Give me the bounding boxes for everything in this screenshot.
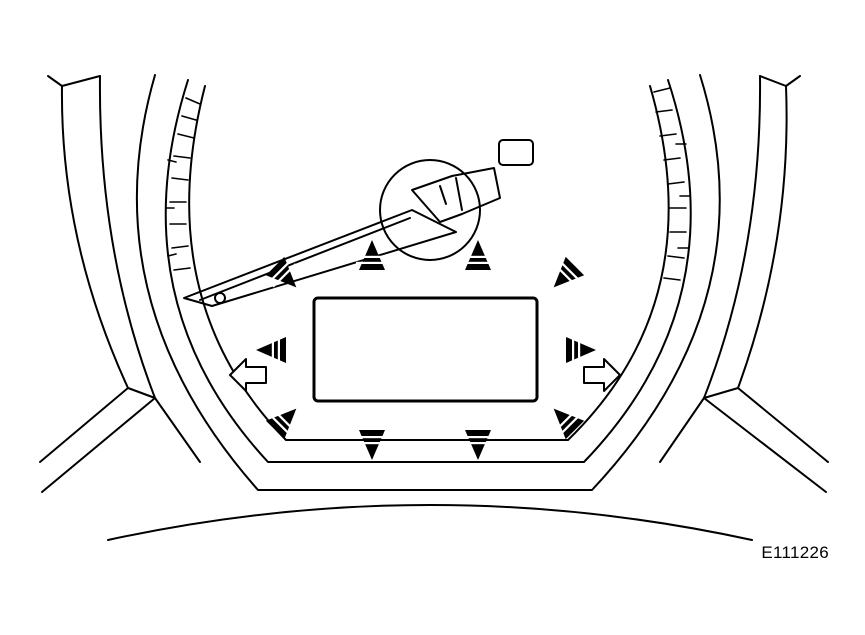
scale-ticks-left — [165, 97, 201, 271]
scale-ticks-right — [653, 87, 691, 281]
arrow-up-center-right — [462, 240, 494, 270]
needle-hub-circle — [379, 159, 481, 261]
arrow-down-left — [265, 408, 297, 440]
arrow-up-center-left — [356, 240, 388, 270]
needle-pivot-dot — [214, 292, 226, 304]
arrow-down-center-left — [356, 430, 388, 460]
lower-lip-curve — [107, 504, 753, 541]
gauge-bezel — [135, 74, 721, 491]
needle-inner-line — [199, 217, 411, 301]
needle-body — [183, 209, 457, 307]
arrow-up-left — [265, 256, 297, 288]
outline-arrow-left — [229, 358, 267, 392]
arrow-up-right — [553, 256, 585, 288]
cluster-housing-left — [39, 75, 201, 493]
center-display-window — [312, 296, 539, 403]
needle-cap — [411, 167, 501, 223]
indicator-square — [498, 139, 534, 166]
figure-reference-code: E111226 — [761, 543, 829, 562]
gauge-needle — [183, 139, 534, 307]
cluster-housing-right — [659, 75, 829, 493]
outline-arrow-right — [583, 358, 621, 392]
arrow-right — [566, 334, 596, 366]
arrow-down-center-right — [462, 430, 494, 460]
callout-arrows — [256, 240, 596, 460]
arrow-left — [256, 334, 286, 366]
outline-arrows — [229, 358, 621, 392]
arrow-down-right — [553, 408, 585, 440]
